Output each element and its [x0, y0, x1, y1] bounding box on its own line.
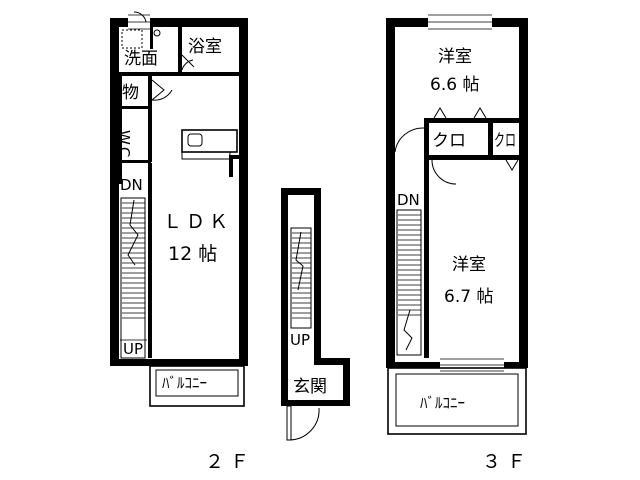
- 3f-stairs-down-label: DN: [397, 191, 420, 209]
- entry-plan: [281, 188, 350, 441]
- 2f-bottom-wall: [110, 359, 248, 366]
- genkan-label: 玄関: [293, 377, 327, 397]
- bathroom-label: 浴室: [188, 37, 222, 57]
- closet-a-label: クロ: [432, 131, 466, 151]
- closet-b-label: クロ: [494, 131, 516, 151]
- floor-3f-label: ３Ｆ: [482, 451, 532, 473]
- lower-room-size-label: 6.7 帖: [444, 287, 493, 307]
- floor-3f-plan: [386, 14, 528, 435]
- 2f-right-wall: [239, 18, 248, 366]
- 3f-balcony-label: ﾊﾞﾙｺﾆｰ: [420, 394, 465, 412]
- 2f-stairs-down-label: DN: [120, 176, 143, 194]
- toilet-label: WC: [115, 130, 133, 159]
- 2f-top-wall: [110, 18, 247, 27]
- 2f-left-wall: [110, 18, 119, 366]
- storage-label: 物: [122, 83, 139, 103]
- ldk-size-label: 12 帖: [168, 243, 217, 265]
- floor-2f-plan: [110, 11, 248, 407]
- floor-2f-label: ２Ｆ: [205, 451, 255, 473]
- ldk-name-label: ＬＤＫ: [163, 211, 232, 233]
- upper-room-name-label: 洋室: [438, 47, 472, 67]
- 2f-stairs-up-label: UP: [123, 340, 143, 358]
- entry-stairs-up-label: UP: [290, 331, 310, 349]
- 2f-balcony-label: ﾊﾞﾙｺﾆｰ: [162, 374, 207, 392]
- upper-room-size-label: 6.6 帖: [430, 75, 479, 95]
- washroom-label: 洗面: [124, 49, 158, 69]
- lower-room-name-label: 洋室: [452, 255, 486, 275]
